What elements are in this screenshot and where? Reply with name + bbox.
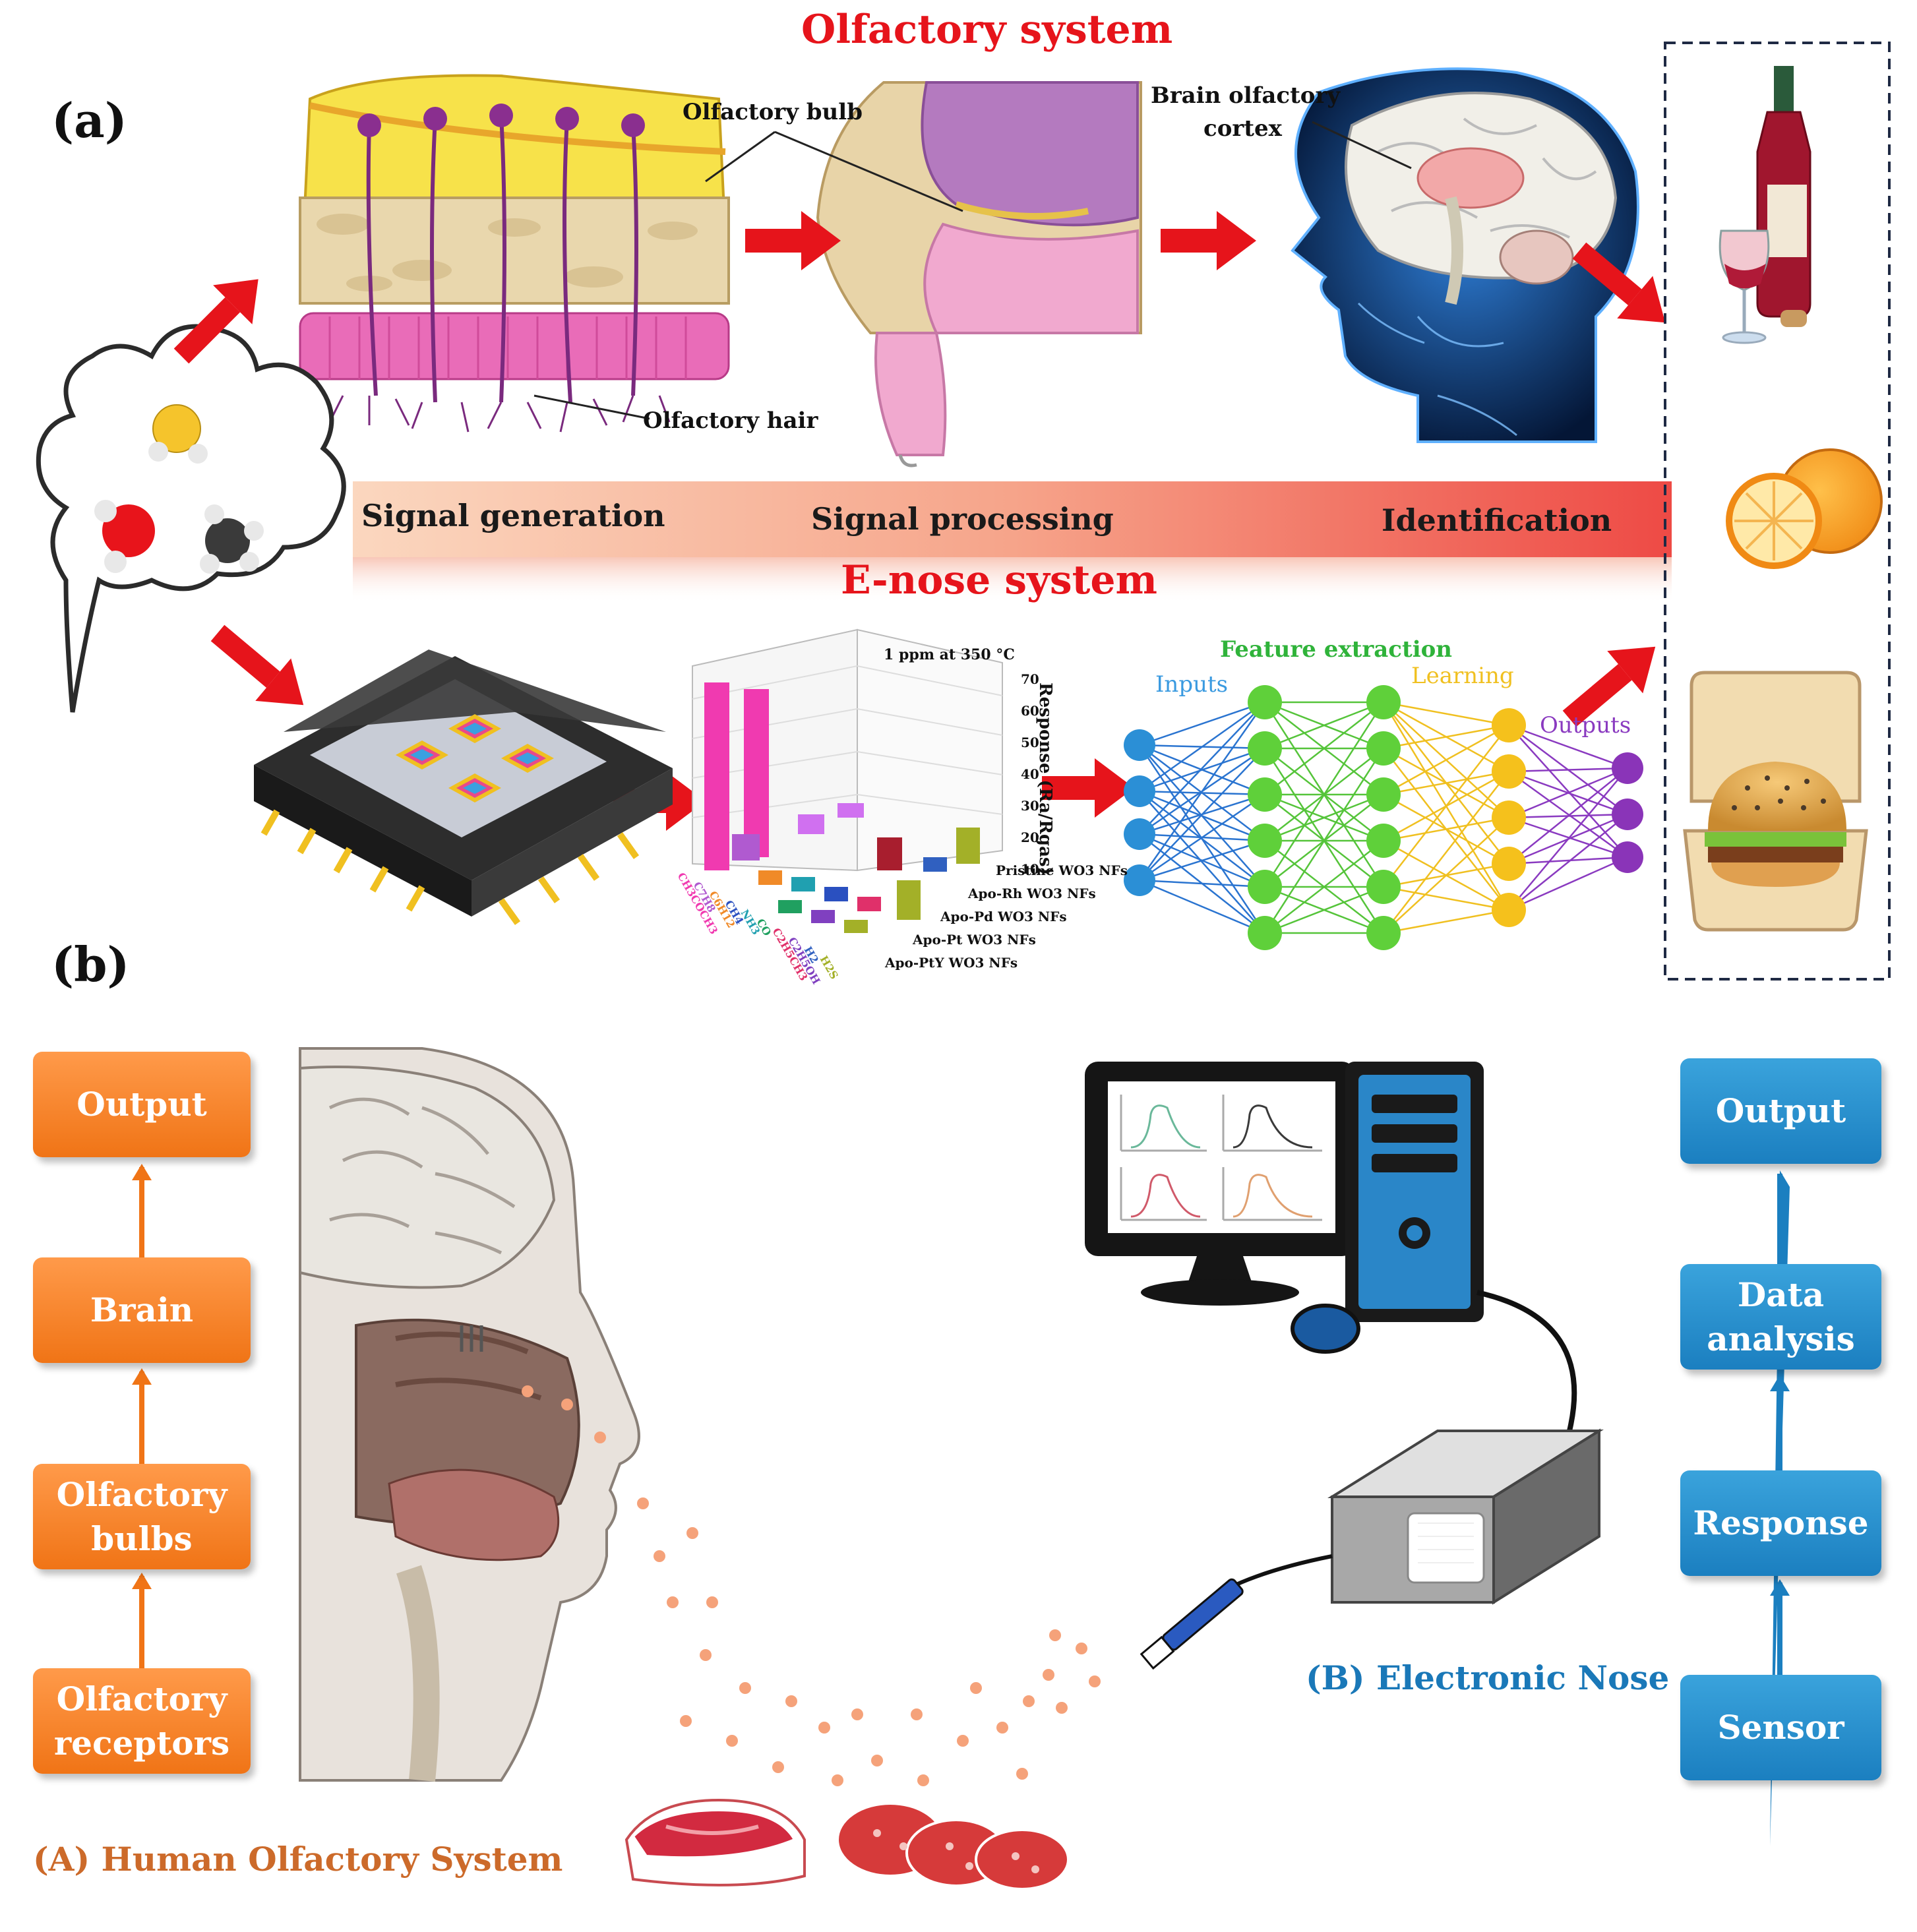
brain-cortex-label-line1: Brain olfactory	[1151, 82, 1341, 109]
chart-z-tick: 60	[1021, 703, 1039, 719]
chart-material-label: Apo-Pt WO3 NFs	[913, 932, 1036, 948]
nn-nodes-output	[1612, 752, 1643, 873]
stage-signal-processing: Signal processing	[811, 501, 1114, 537]
callout-lines	[533, 121, 1412, 420]
brain-head-illustration	[1291, 67, 1639, 443]
meat-illustration	[624, 1798, 1070, 1890]
chart-condition-label: 1 ppm at 350 °C	[884, 646, 1015, 663]
nn-edges-green	[1263, 701, 1385, 934]
enose-step-sensor: Sensor	[1680, 1675, 1881, 1780]
arrow-nose-to-brain	[1161, 211, 1256, 270]
nn-edges-blue	[1138, 701, 1266, 934]
odor-cloud	[36, 324, 346, 713]
chart-z-tick: 30	[1021, 798, 1039, 814]
chart-z-tick: 20	[1021, 830, 1039, 845]
arrow-cloud-to-chip	[210, 624, 304, 706]
nn-edges-yellow	[1382, 701, 1510, 934]
nn-inputs-label: Inputs	[1155, 671, 1229, 698]
wine-icon	[1719, 66, 1811, 344]
chart-material-label: Pristine WO3 NFs	[996, 862, 1128, 878]
human-step-brain: Brain	[33, 1257, 251, 1363]
olfactory-hair-label: Olfactory hair	[643, 408, 818, 434]
olfactory-bulb-label: Olfactory bulb	[683, 99, 863, 125]
panel-b-label: (b)	[51, 936, 130, 992]
brain-cortex-label-line2: cortex	[1203, 115, 1282, 142]
nn-learning-label: Learning	[1411, 663, 1514, 689]
nasal-cavity-illustration	[816, 81, 1142, 468]
chart-z-tick: 40	[1021, 766, 1039, 782]
stage-band	[353, 481, 1672, 603]
human-head-illustration	[299, 1047, 640, 1782]
nn-nodes-hidden-2	[1366, 685, 1401, 950]
odor-particles	[522, 1385, 1101, 1786]
nn-nodes-hidden-3	[1492, 708, 1526, 927]
human-step-olfactory-receptors: Olfactory receptors	[33, 1668, 251, 1774]
enose-device	[1140, 1428, 1604, 1670]
sensor-chip-illustration	[254, 649, 673, 925]
chart-z-tick: 70	[1021, 671, 1039, 687]
human-step-olfactory-bulbs: Olfactory bulbs	[33, 1464, 251, 1569]
computer-illustration	[1085, 1062, 1577, 1432]
nn-feature-label: Feature extraction	[1220, 636, 1453, 663]
chart-bars	[704, 682, 980, 933]
chip-pads	[396, 714, 554, 802]
burger-box-icon	[1683, 671, 1868, 932]
enose-step-response: Response	[1680, 1470, 1881, 1576]
olfactory-system-title: Olfactory system	[801, 7, 1173, 53]
nn-outputs-label: Outputs	[1540, 712, 1631, 739]
orange-icon	[1726, 448, 1883, 569]
chart-material-label: Apo-PtY WO3 NFs	[885, 955, 1018, 971]
identification-items	[1664, 42, 1891, 981]
stage-signal-generation: Signal generation	[361, 498, 665, 533]
enose-step-output: Output	[1680, 1058, 1881, 1164]
nn-nodes-input	[1124, 729, 1155, 896]
nn-nodes-hidden-1	[1248, 685, 1282, 950]
chart-z-tick: 50	[1021, 735, 1039, 750]
chart-z-tick: 10	[1021, 861, 1039, 877]
enose-system-title: E-nose system	[841, 557, 1158, 603]
arrow-chart-to-network	[1042, 758, 1134, 818]
human-step-output: Output	[33, 1052, 251, 1157]
arrow-cloud-to-epithelium	[173, 279, 259, 364]
arrow-epithelium-to-nose	[745, 211, 841, 270]
flow-arrows-a	[173, 211, 1666, 831]
olfactory-epithelium-illustration	[299, 74, 730, 433]
response-3d-chart	[692, 628, 1003, 933]
human-system-caption: (A) Human Olfactory System	[33, 1840, 563, 1879]
chart-material-label: Apo-Pd WO3 NFs	[940, 909, 1067, 924]
panel-a-label: (a)	[51, 92, 127, 148]
arrow-brain-to-items	[1572, 242, 1666, 323]
nn-edges-purple	[1508, 724, 1628, 911]
stage-identification: Identification	[1382, 502, 1612, 538]
enose-step-data-analysis: Data analysis	[1680, 1264, 1881, 1370]
neural-network	[1124, 685, 1643, 950]
arrow-network-to-items	[1562, 646, 1656, 727]
human-flow-arrows	[132, 1164, 152, 1668]
chart-material-label: Apo-Rh WO3 NFs	[968, 886, 1096, 901]
enose-caption: (B) Electronic Nose	[1306, 1658, 1670, 1697]
